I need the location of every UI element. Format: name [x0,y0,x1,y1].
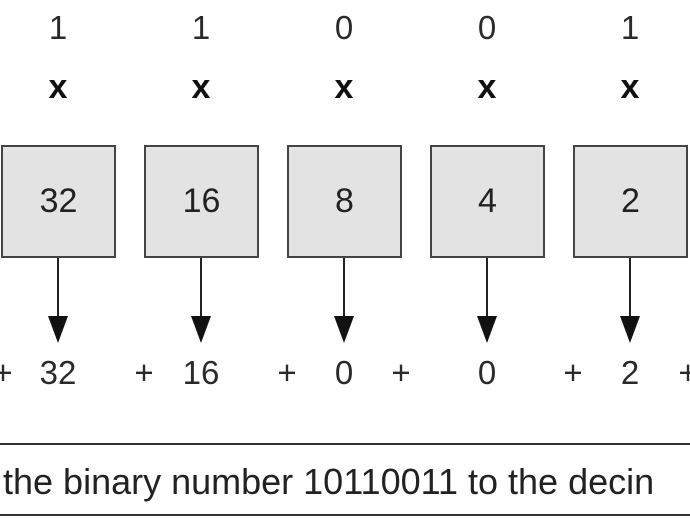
bit-digit: 1 [191,9,211,46]
place-value-box: 32 [1,145,116,258]
plus-sign: + [563,354,583,391]
place-value-box: 2 [573,145,688,258]
caption-text: the binary number 10110011 to the decin [3,461,655,502]
product-value: 16 [182,354,220,391]
plus-sign: + [134,354,154,391]
bit-digit: 1 [48,9,68,46]
place-value-label: 32 [39,182,78,220]
product-value: 2 [620,354,640,391]
product-value: 0 [334,354,354,391]
down-arrow-icon [191,258,211,343]
down-arrow-icon [334,258,354,343]
product-value: 0 [477,354,497,391]
bit-digit: 1 [620,9,640,46]
place-value-label: 4 [478,182,497,220]
multiply-symbol: x [334,68,354,106]
product-value: 32 [39,354,77,391]
place-value-label: 16 [182,182,221,220]
down-arrow-icon [48,258,68,343]
place-value-label: 8 [335,182,354,220]
bit-digit: 0 [334,9,354,46]
multiply-symbol: x [191,68,211,106]
place-value-box: 4 [430,145,545,258]
place-value-box: 16 [144,145,259,258]
place-value-box: 8 [287,145,402,258]
down-arrow-icon [477,258,497,343]
multiply-symbol: x [477,68,497,106]
plus-sign: + [391,354,411,391]
plus-sign: + [277,354,297,391]
plus-sign: + [678,354,690,391]
plus-sign: + [0,354,13,391]
multiply-symbol: x [48,68,68,106]
place-value-label: 2 [621,182,640,220]
bit-digit: 0 [477,9,497,46]
multiply-symbol: x [620,68,640,106]
caption-box: the binary number 10110011 to the decin [0,443,690,516]
down-arrow-icon [620,258,640,343]
